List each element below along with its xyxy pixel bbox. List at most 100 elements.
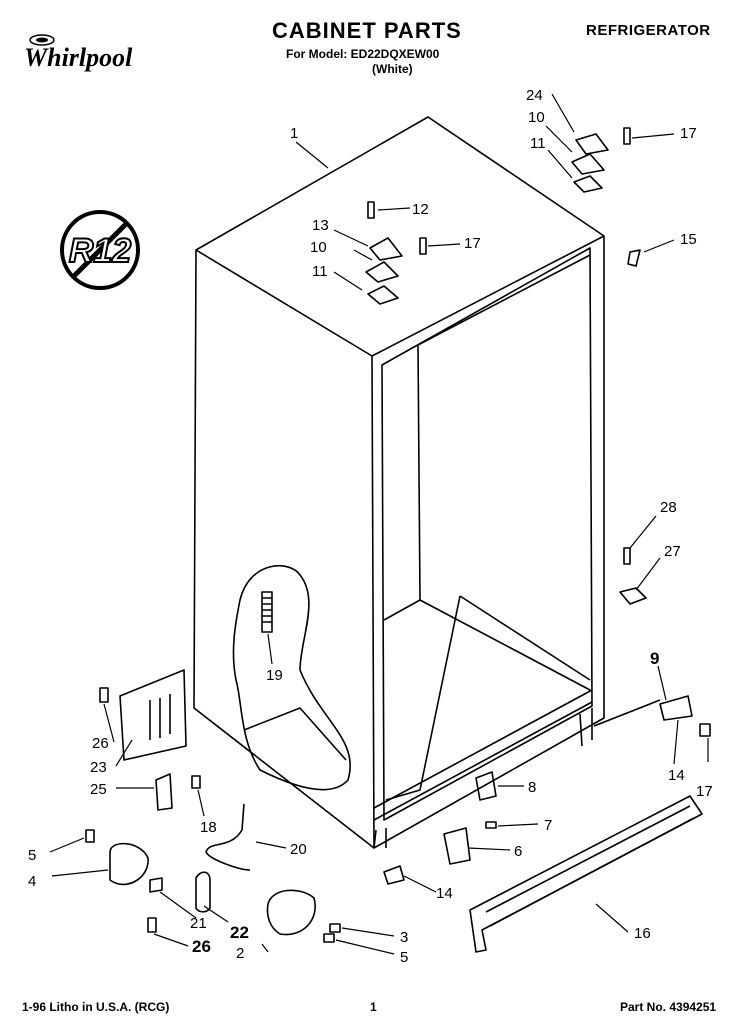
cabinet-leg-left xyxy=(373,828,387,849)
callout-3: 3 xyxy=(400,929,408,946)
footer-part-number: Part No. 4394251 xyxy=(620,1000,717,1014)
leader-17-center xyxy=(427,243,461,247)
screw-28 xyxy=(623,547,631,565)
screw-26-lower xyxy=(147,917,157,933)
callout-13: 13 xyxy=(312,217,329,234)
callout-2: 2 xyxy=(236,945,244,962)
cabinet-leg-right xyxy=(579,708,593,747)
part-19-coil-lines xyxy=(262,597,272,623)
leader-18 xyxy=(197,789,205,817)
leader-27 xyxy=(635,557,661,591)
screw-5-left xyxy=(85,829,95,843)
hinge-center-mid xyxy=(365,261,399,283)
callout-18: 18 xyxy=(200,819,217,836)
part-16-grille xyxy=(469,795,703,953)
leader-7 xyxy=(497,823,539,827)
hinge-center-lower xyxy=(367,285,399,305)
leader-19 xyxy=(267,633,273,665)
leader-4 xyxy=(51,869,109,877)
part-8 xyxy=(475,771,497,801)
color-line: (White) xyxy=(372,62,413,76)
brand-text: Whirlpool xyxy=(24,43,133,72)
leader-9-cabinet xyxy=(593,699,661,727)
part-20-tube xyxy=(205,803,251,871)
model-line: For Model: ED22DQXEW00 xyxy=(286,47,440,61)
leader-15 xyxy=(643,239,675,253)
callout-27: 27 xyxy=(664,543,681,560)
leader-28 xyxy=(629,515,657,549)
screw-18 xyxy=(191,775,201,789)
callout-20: 20 xyxy=(290,841,307,858)
leader-6 xyxy=(467,847,511,851)
callout-17-right: 17 xyxy=(680,125,697,142)
callout-12: 12 xyxy=(412,201,429,218)
leader-14-lower xyxy=(403,875,437,893)
cabinet-bottom-rail xyxy=(373,689,593,821)
callout-9: 9 xyxy=(650,649,659,668)
callout-22: 22 xyxy=(230,923,249,942)
leader-10-center xyxy=(353,249,373,261)
part-6 xyxy=(443,827,471,865)
screw-17-right xyxy=(623,127,631,145)
leader-23 xyxy=(115,739,133,767)
part-2 xyxy=(266,889,316,936)
leader-16 xyxy=(595,903,629,933)
part-27 xyxy=(619,587,647,605)
callout-labels: 1 2 3 4 5 5 6 7 8 9 10 10 11 11 12 13 14… xyxy=(28,87,713,966)
leader-11-right xyxy=(547,149,573,179)
callout-15: 15 xyxy=(680,231,697,248)
screw-5-right xyxy=(323,933,335,943)
part-9-bracket xyxy=(659,695,693,721)
part-22 xyxy=(195,871,211,913)
callout-5-right: 5 xyxy=(400,949,408,966)
leader-21 xyxy=(159,891,197,919)
hinge-center-upper xyxy=(369,237,403,261)
callout-14-lower: 14 xyxy=(436,885,453,902)
cabinet-floor xyxy=(385,595,591,801)
leader-1 xyxy=(295,141,329,169)
callout-11-center: 11 xyxy=(312,263,328,280)
callout-25: 25 xyxy=(90,781,107,798)
part-25-clip xyxy=(155,773,173,811)
screw-7 xyxy=(485,821,497,829)
leader-10-right xyxy=(545,125,573,153)
leader-14-right xyxy=(673,719,679,765)
cabinet-outline xyxy=(193,116,605,849)
leader-9 xyxy=(657,665,667,701)
callout-16: 16 xyxy=(634,925,651,942)
callout-19: 19 xyxy=(266,667,283,684)
callout-21: 21 xyxy=(190,915,207,932)
part-4 xyxy=(109,842,149,886)
callout-5-left: 5 xyxy=(28,847,36,864)
callout-8: 8 xyxy=(528,779,536,796)
callout-17-center: 17 xyxy=(464,235,481,252)
page-title: CABINET PARTS xyxy=(272,18,462,43)
hinge-right-upper xyxy=(575,133,609,155)
screw-17-bracket xyxy=(699,723,711,737)
part-23-plate xyxy=(119,669,187,761)
r12-badge: R12 xyxy=(60,210,140,290)
leader-lines xyxy=(49,93,709,955)
leader-3 xyxy=(341,927,395,937)
callout-14-right: 14 xyxy=(668,767,685,784)
screw-17-center xyxy=(419,237,427,255)
part-19-coil xyxy=(261,591,273,633)
leader-2 xyxy=(261,943,269,953)
callout-17-bracket: 17 xyxy=(696,783,713,800)
leader-22 xyxy=(203,905,229,923)
leader-11-center xyxy=(333,271,363,291)
category-label: REFRIGERATOR xyxy=(586,22,711,39)
cutaway-inner xyxy=(243,707,347,761)
footer-print-info: 1-96 Litho in U.S.A. (RCG) xyxy=(22,1000,170,1014)
part-14-lower xyxy=(383,865,405,885)
callout-6: 6 xyxy=(514,843,522,860)
callout-10-center: 10 xyxy=(310,239,327,256)
leader-13 xyxy=(333,229,369,247)
part-15 xyxy=(627,249,641,267)
leader-20 xyxy=(255,841,287,849)
part-21 xyxy=(149,877,163,893)
leader-17-right xyxy=(631,133,675,139)
leader-26-lower xyxy=(153,933,189,947)
side-cutaway xyxy=(232,565,351,791)
